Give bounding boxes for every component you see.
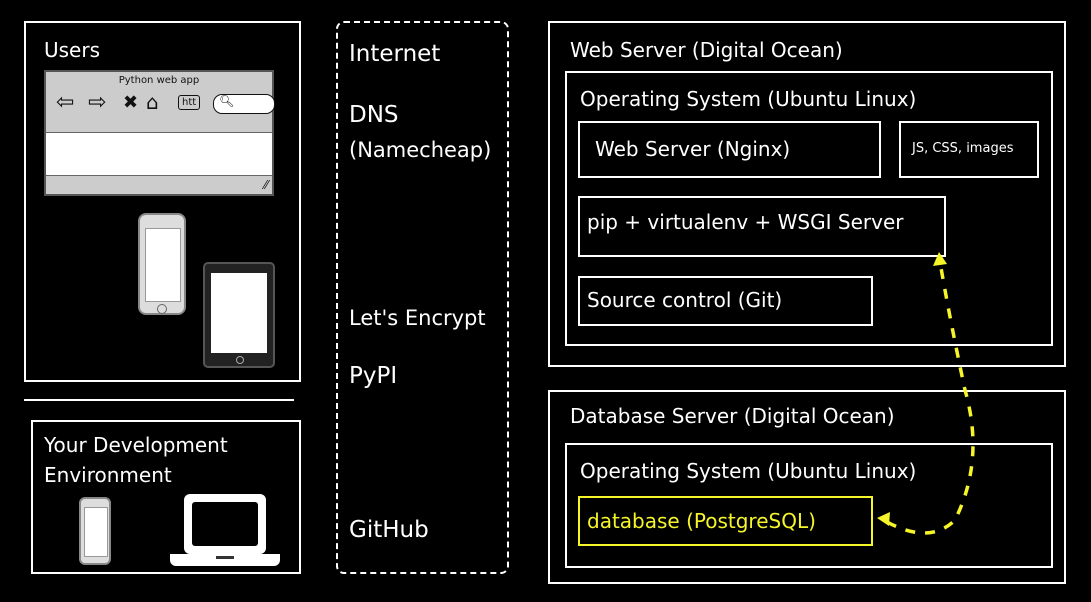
web-server-panel — [548, 21, 1066, 367]
db-connection-line — [886, 261, 975, 535]
dev-env-title-line1: Your Development — [44, 433, 228, 457]
dev-phone-device — [79, 497, 111, 565]
dev-env-title-line2: Environment — [44, 463, 172, 487]
forward-arrow-icon[interactable]: ⇨ — [88, 90, 107, 115]
web-server-title: Web Server (Digital Ocean) — [570, 38, 843, 62]
dns-provider-label: (Namecheap) — [349, 138, 492, 162]
dns-label: DNS — [349, 102, 399, 128]
search-field[interactable]: 🔍︎ — [213, 94, 275, 114]
database-box — [578, 496, 873, 546]
github-label: GitHub — [349, 517, 429, 543]
tablet-device — [203, 262, 275, 368]
users-panel — [24, 21, 301, 382]
pypi-label: PyPI — [349, 363, 398, 389]
back-arrow-icon[interactable]: ⇦ — [56, 90, 75, 115]
web-os-label: Operating System (Ubuntu Linux) — [580, 87, 917, 111]
close-icon[interactable]: ✖ — [123, 92, 139, 113]
internet-title: Internet — [349, 41, 441, 67]
static-files-label: JS, CSS, images — [912, 141, 1014, 156]
browser-mockup: Python web app ⇦ ⇨ ✖ ⌂ htt 🔍︎ ⁄⁄ — [44, 70, 275, 196]
dev-env-panel — [31, 420, 301, 574]
search-icon: 🔍︎ — [219, 94, 235, 108]
db-server-title: Database Server (Digital Ocean) — [570, 404, 895, 428]
wsgi-label: pip + virtualenv + WSGI Server — [587, 210, 904, 234]
wsgi-box — [578, 196, 946, 257]
git-box — [578, 276, 873, 326]
laptop-device — [170, 494, 280, 568]
db-server-panel — [548, 390, 1066, 584]
arrowhead-up-icon — [933, 252, 947, 266]
url-chip[interactable]: htt — [178, 95, 201, 110]
separator — [24, 399, 294, 401]
browser-toolbar: ⇦ ⇨ ✖ ⌂ htt 🔍︎ — [56, 90, 275, 118]
nginx-box — [578, 121, 881, 178]
users-title: Users — [44, 38, 101, 62]
letsencrypt-label: Let's Encrypt — [349, 306, 486, 330]
resize-grip-icon[interactable]: ⁄⁄ — [263, 178, 268, 192]
home-icon[interactable]: ⌂ — [146, 90, 159, 114]
arrowhead-left-icon — [877, 512, 890, 526]
browser-title: Python web app — [118, 75, 200, 86]
web-os-box — [565, 71, 1053, 346]
db-os-box — [565, 443, 1053, 568]
db-os-label: Operating System (Ubuntu Linux) — [580, 459, 917, 483]
nginx-label: Web Server (Nginx) — [595, 137, 791, 161]
browser-content — [46, 132, 272, 176]
git-label: Source control (Git) — [587, 288, 783, 312]
database-label: database (PostgreSQL) — [587, 509, 816, 533]
internet-panel — [336, 21, 509, 574]
phone-device — [138, 213, 186, 315]
static-files-box — [899, 121, 1039, 178]
